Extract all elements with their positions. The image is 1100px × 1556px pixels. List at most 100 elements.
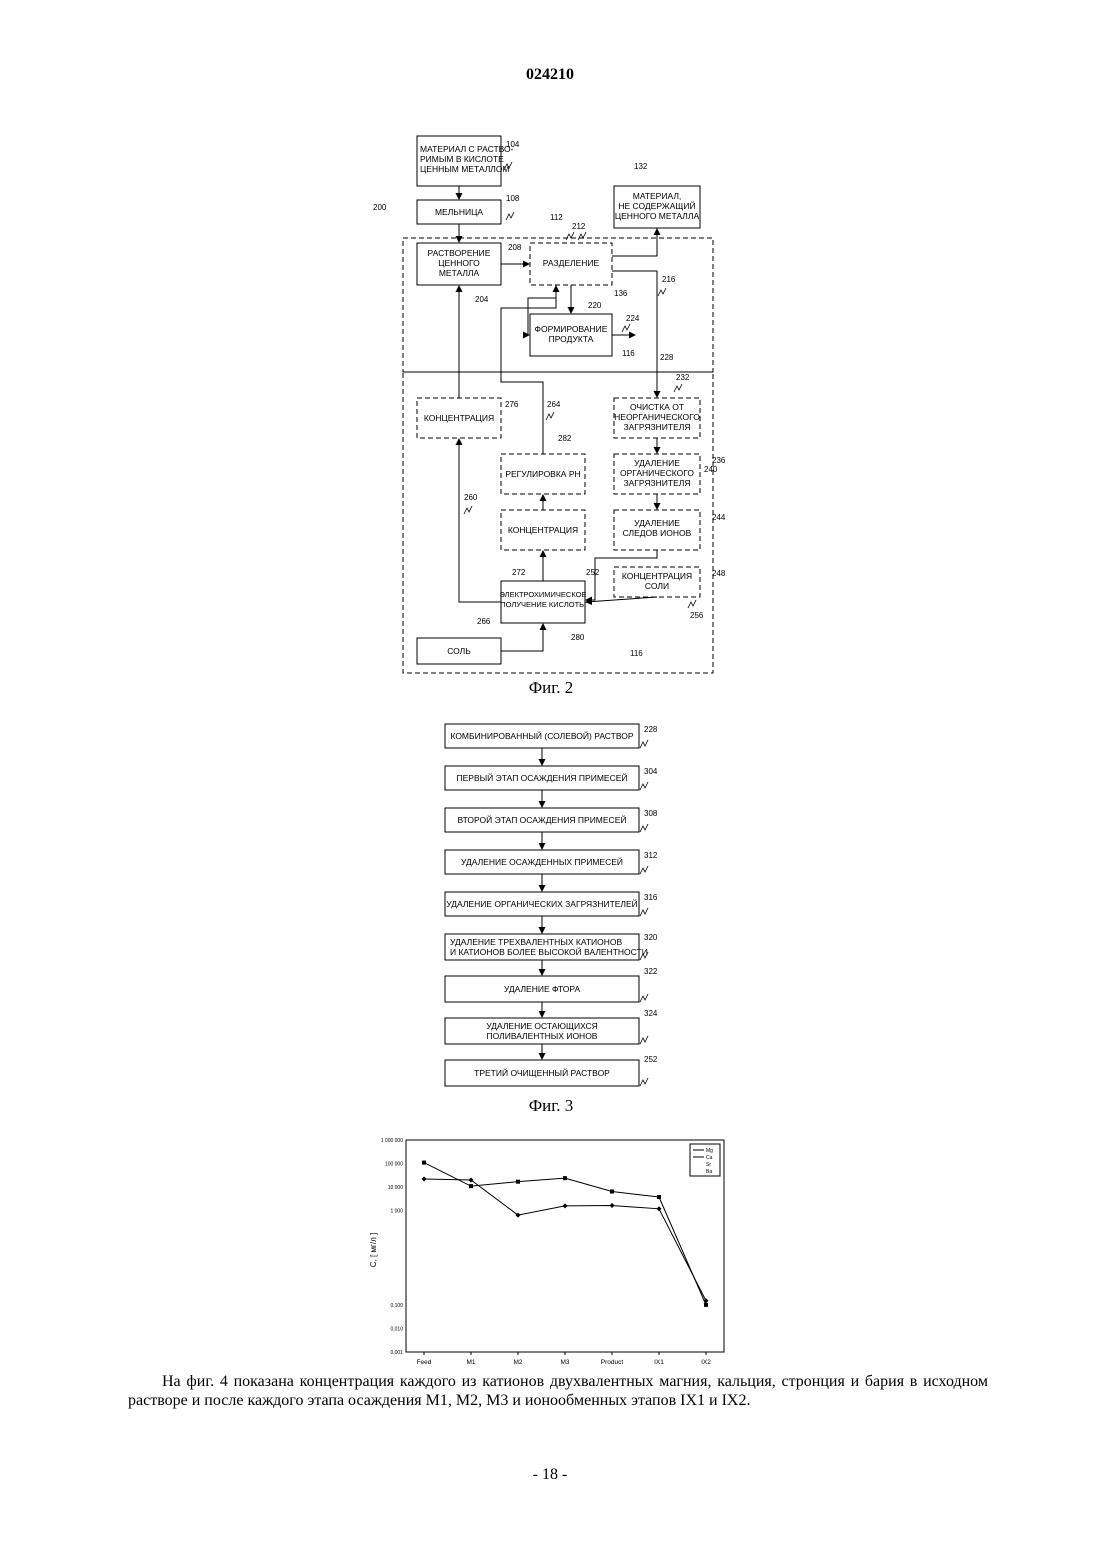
ref-216: 216 <box>662 275 676 284</box>
data-point-ca <box>516 1180 520 1184</box>
y-tick-label: 0,010 <box>390 1326 403 1332</box>
step-312-ref: 312 <box>644 851 658 860</box>
ref-240: 240 <box>704 465 718 474</box>
fig3-step-322: УДАЛЕНИЕ ФТОРА 322 <box>445 967 658 1002</box>
fig3-step-312: УДАЛЕНИЕ ОСАЖДЕННЫХ ПРИМЕСЕЙ 312 <box>445 850 658 874</box>
ref-220: 220 <box>588 301 602 310</box>
ref-200: 200 <box>373 203 387 212</box>
y-tick-label: 0,100 <box>390 1303 403 1309</box>
ref-224: 224 <box>626 314 640 323</box>
box-204-line2: ЦЕННОГО <box>438 258 480 268</box>
fig3-step-316: УДАЛЕНИЕ ОРГАНИЧЕСКИХ ЗАГРЯЗНИТЕЛЕЙ 316 <box>445 892 658 916</box>
step-308-ref: 308 <box>644 809 658 818</box>
fig3-flow-diagram: КОМБИНИРОВАННЫЙ (СОЛЕВОЙ) РАСТВОР 228 ПЕ… <box>430 718 670 1098</box>
ref-108: 108 <box>506 194 520 203</box>
x-tick-label: M3 <box>560 1359 569 1366</box>
ref-244: 244 <box>712 513 726 522</box>
fig4-chart: C, [ мг/л ] 1 000 000100 00010 0001 0000… <box>362 1132 732 1372</box>
x-tick-label: M1 <box>466 1359 475 1366</box>
step-252-text: ТРЕТИЙ ОЧИЩЕННЫЙ РАСТВОР <box>474 1067 610 1078</box>
box-240-line2: ОРГАНИЧЕСКОГО <box>620 468 694 478</box>
box-240-line3: ЗАГРЯЗНИТЕЛЯ <box>624 478 691 488</box>
y-tick-label: 0,001 <box>390 1350 403 1356</box>
fig3-squiggles <box>640 740 648 1086</box>
legend-ca: Ca <box>706 1155 713 1161</box>
box-material-104: МАТЕРИАЛ С РАСТВО- РИМЫМ В КИСЛОТЕ ЦЕННЫ… <box>417 136 514 186</box>
box-132-line2: НЕ СОДЕРЖАЩИЙ <box>618 200 695 211</box>
box-268-line1: СОЛЬ <box>447 646 471 656</box>
fig3-step-228: КОМБИНИРОВАННЫЙ (СОЛЕВОЙ) РАСТВОР 228 <box>445 724 658 748</box>
y-tick-label: 10 000 <box>388 1185 404 1191</box>
data-point-ca <box>422 1161 426 1165</box>
box-organic-240: УДАЛЕНИЕ ОРГАНИЧЕСКОГО ЗАГРЯЗНИТЕЛЯ <box>614 454 700 494</box>
data-point-ca <box>610 1190 614 1194</box>
ref-266: 266 <box>477 617 491 626</box>
step-316-text: УДАЛЕНИЕ ОРГАНИЧЕСКИХ ЗАГРЯЗНИТЕЛЕЙ <box>446 898 638 909</box>
x-tick-label: IX2 <box>701 1359 711 1366</box>
box-104-line1: МАТЕРИАЛ С РАСТВО- <box>420 144 514 154</box>
box-280-line2: ПОЛУЧЕНИЕ КИСЛОТЫ <box>500 600 586 609</box>
box-inorganic-232: ОЧИСТКА ОТ НЕОРГАНИЧЕСКОГО ЗАГРЯЗНИТЕЛЯ <box>614 398 700 438</box>
x-tick-label: M2 <box>513 1359 522 1366</box>
chart-ylabel: C, [ мг/л ] <box>369 1233 378 1267</box>
ref-256: 256 <box>690 611 704 620</box>
ref-248: 248 <box>712 569 726 578</box>
step-304-ref: 304 <box>644 767 658 776</box>
fig2-caption: Фиг. 2 <box>451 678 651 698</box>
step-304-text: ПЕРВЫЙ ЭТАП ОСАЖДЕНИЯ ПРИМЕСЕЙ <box>457 772 628 783</box>
fig3-step-304: ПЕРВЫЙ ЭТАП ОСАЖДЕНИЯ ПРИМЕСЕЙ 304 <box>445 766 658 790</box>
ref-136: 136 <box>614 289 628 298</box>
box-electrochem-280: ЭЛЕКТРОХИМИЧЕСКОЕ ПОЛУЧЕНИЕ КИСЛОТЫ <box>500 581 587 623</box>
ref-276: 276 <box>505 400 519 409</box>
chart-y-ticks: 1 000 000100 00010 0001 0000,1000,0100,0… <box>381 1138 403 1356</box>
fig3-caption: Фиг. 3 <box>451 1096 651 1116</box>
box-204-line1: РАСТВОРЕНИЕ <box>428 248 491 258</box>
ref-212: 212 <box>572 222 586 231</box>
legend-ba: Ba <box>706 1169 712 1175</box>
box-salt-268: СОЛЬ <box>417 638 501 664</box>
box-276-line1: КОНЦЕНТРАЦИЯ <box>424 413 494 423</box>
step-320-text-1: УДАЛЕНИЕ ТРЕХВАЛЕНТНЫХ КАТИОНОВ <box>450 937 622 947</box>
ref-112: 112 <box>550 213 563 222</box>
box-132-line1: МАТЕРИАЛ, <box>633 191 682 201</box>
ref-232: 232 <box>676 373 690 382</box>
chart-plot-area <box>406 1140 724 1352</box>
document-number: 024210 <box>0 66 1100 84</box>
data-point-ca <box>657 1195 661 1199</box>
box-232-line1: ОЧИСТКА ОТ <box>630 402 684 412</box>
legend-mg: Mg <box>706 1148 713 1154</box>
step-252-ref: 252 <box>644 1055 658 1064</box>
ref-272: 272 <box>512 568 526 577</box>
box-product-136: ФОРМИРОВАНИЕ ПРОДУКТА <box>530 314 612 356</box>
fig3-step-320: УДАЛЕНИЕ ТРЕХВАЛЕНТНЫХ КАТИОНОВ И КАТИОН… <box>445 933 658 960</box>
ref-264: 264 <box>547 400 561 409</box>
data-point-ca <box>704 1303 708 1307</box>
box-232-line2: НЕОРГАНИЧЕСКОГО <box>614 412 700 422</box>
box-232-line3: ЗАГРЯЗНИТЕЛЯ <box>624 422 691 432</box>
box-ph-282: РЕГУЛИРОВКА PH <box>501 454 585 494</box>
box-104-line3: ЦЕННЫМ МЕТАЛЛОМ <box>420 164 510 174</box>
box-ion-traces-244: УДАЛЕНИЕ СЛЕДОВ ИОНОВ <box>614 510 700 550</box>
ref-280: 280 <box>571 633 585 642</box>
ref-252: 252 <box>586 568 600 577</box>
step-228-text: КОМБИНИРОВАННЫЙ (СОЛЕВОЙ) РАСТВОР <box>450 730 633 741</box>
box-dissolve-204: РАСТВОРЕНИЕ ЦЕННОГО МЕТАЛЛА <box>417 243 501 285</box>
box-244-line2: СЛЕДОВ ИОНОВ <box>623 528 692 538</box>
ref-236: 236 <box>712 456 726 465</box>
x-tick-label: Feed <box>417 1359 432 1366</box>
step-320-text-2: И КАТИОНОВ БОЛЕЕ ВЫСОКОЙ ВАЛЕНТНОСТИ <box>450 946 648 957</box>
box-concentration-276: КОНЦЕНТРАЦИЯ <box>417 398 501 438</box>
ref-204: 204 <box>475 295 489 304</box>
box-282-line1: РЕГУЛИРОВКА PH <box>505 469 580 479</box>
step-308-text: ВТОРОЙ ЭТАП ОСАЖДЕНИЯ ПРИМЕСЕЙ <box>458 814 627 825</box>
box-244-line1: УДАЛЕНИЕ <box>634 518 680 528</box>
chart-x-ticks: FeedM1M2M3ProductIX1IX2 <box>417 1352 712 1366</box>
body-paragraph: На фиг. 4 показана концентрация каждого … <box>128 1372 988 1410</box>
box-108-line1: МЕЛЬНИЦА <box>435 207 483 217</box>
box-212-line1: РАЗДЕЛЕНИЕ <box>543 258 600 268</box>
step-324-text-1: УДАЛЕНИЕ ОСТАЮЩИХСЯ <box>486 1021 598 1031</box>
step-322-ref: 322 <box>644 967 658 976</box>
step-316-ref: 316 <box>644 893 658 902</box>
ref-116-bottom: 116 <box>630 649 643 658</box>
ref-282: 282 <box>558 434 572 443</box>
